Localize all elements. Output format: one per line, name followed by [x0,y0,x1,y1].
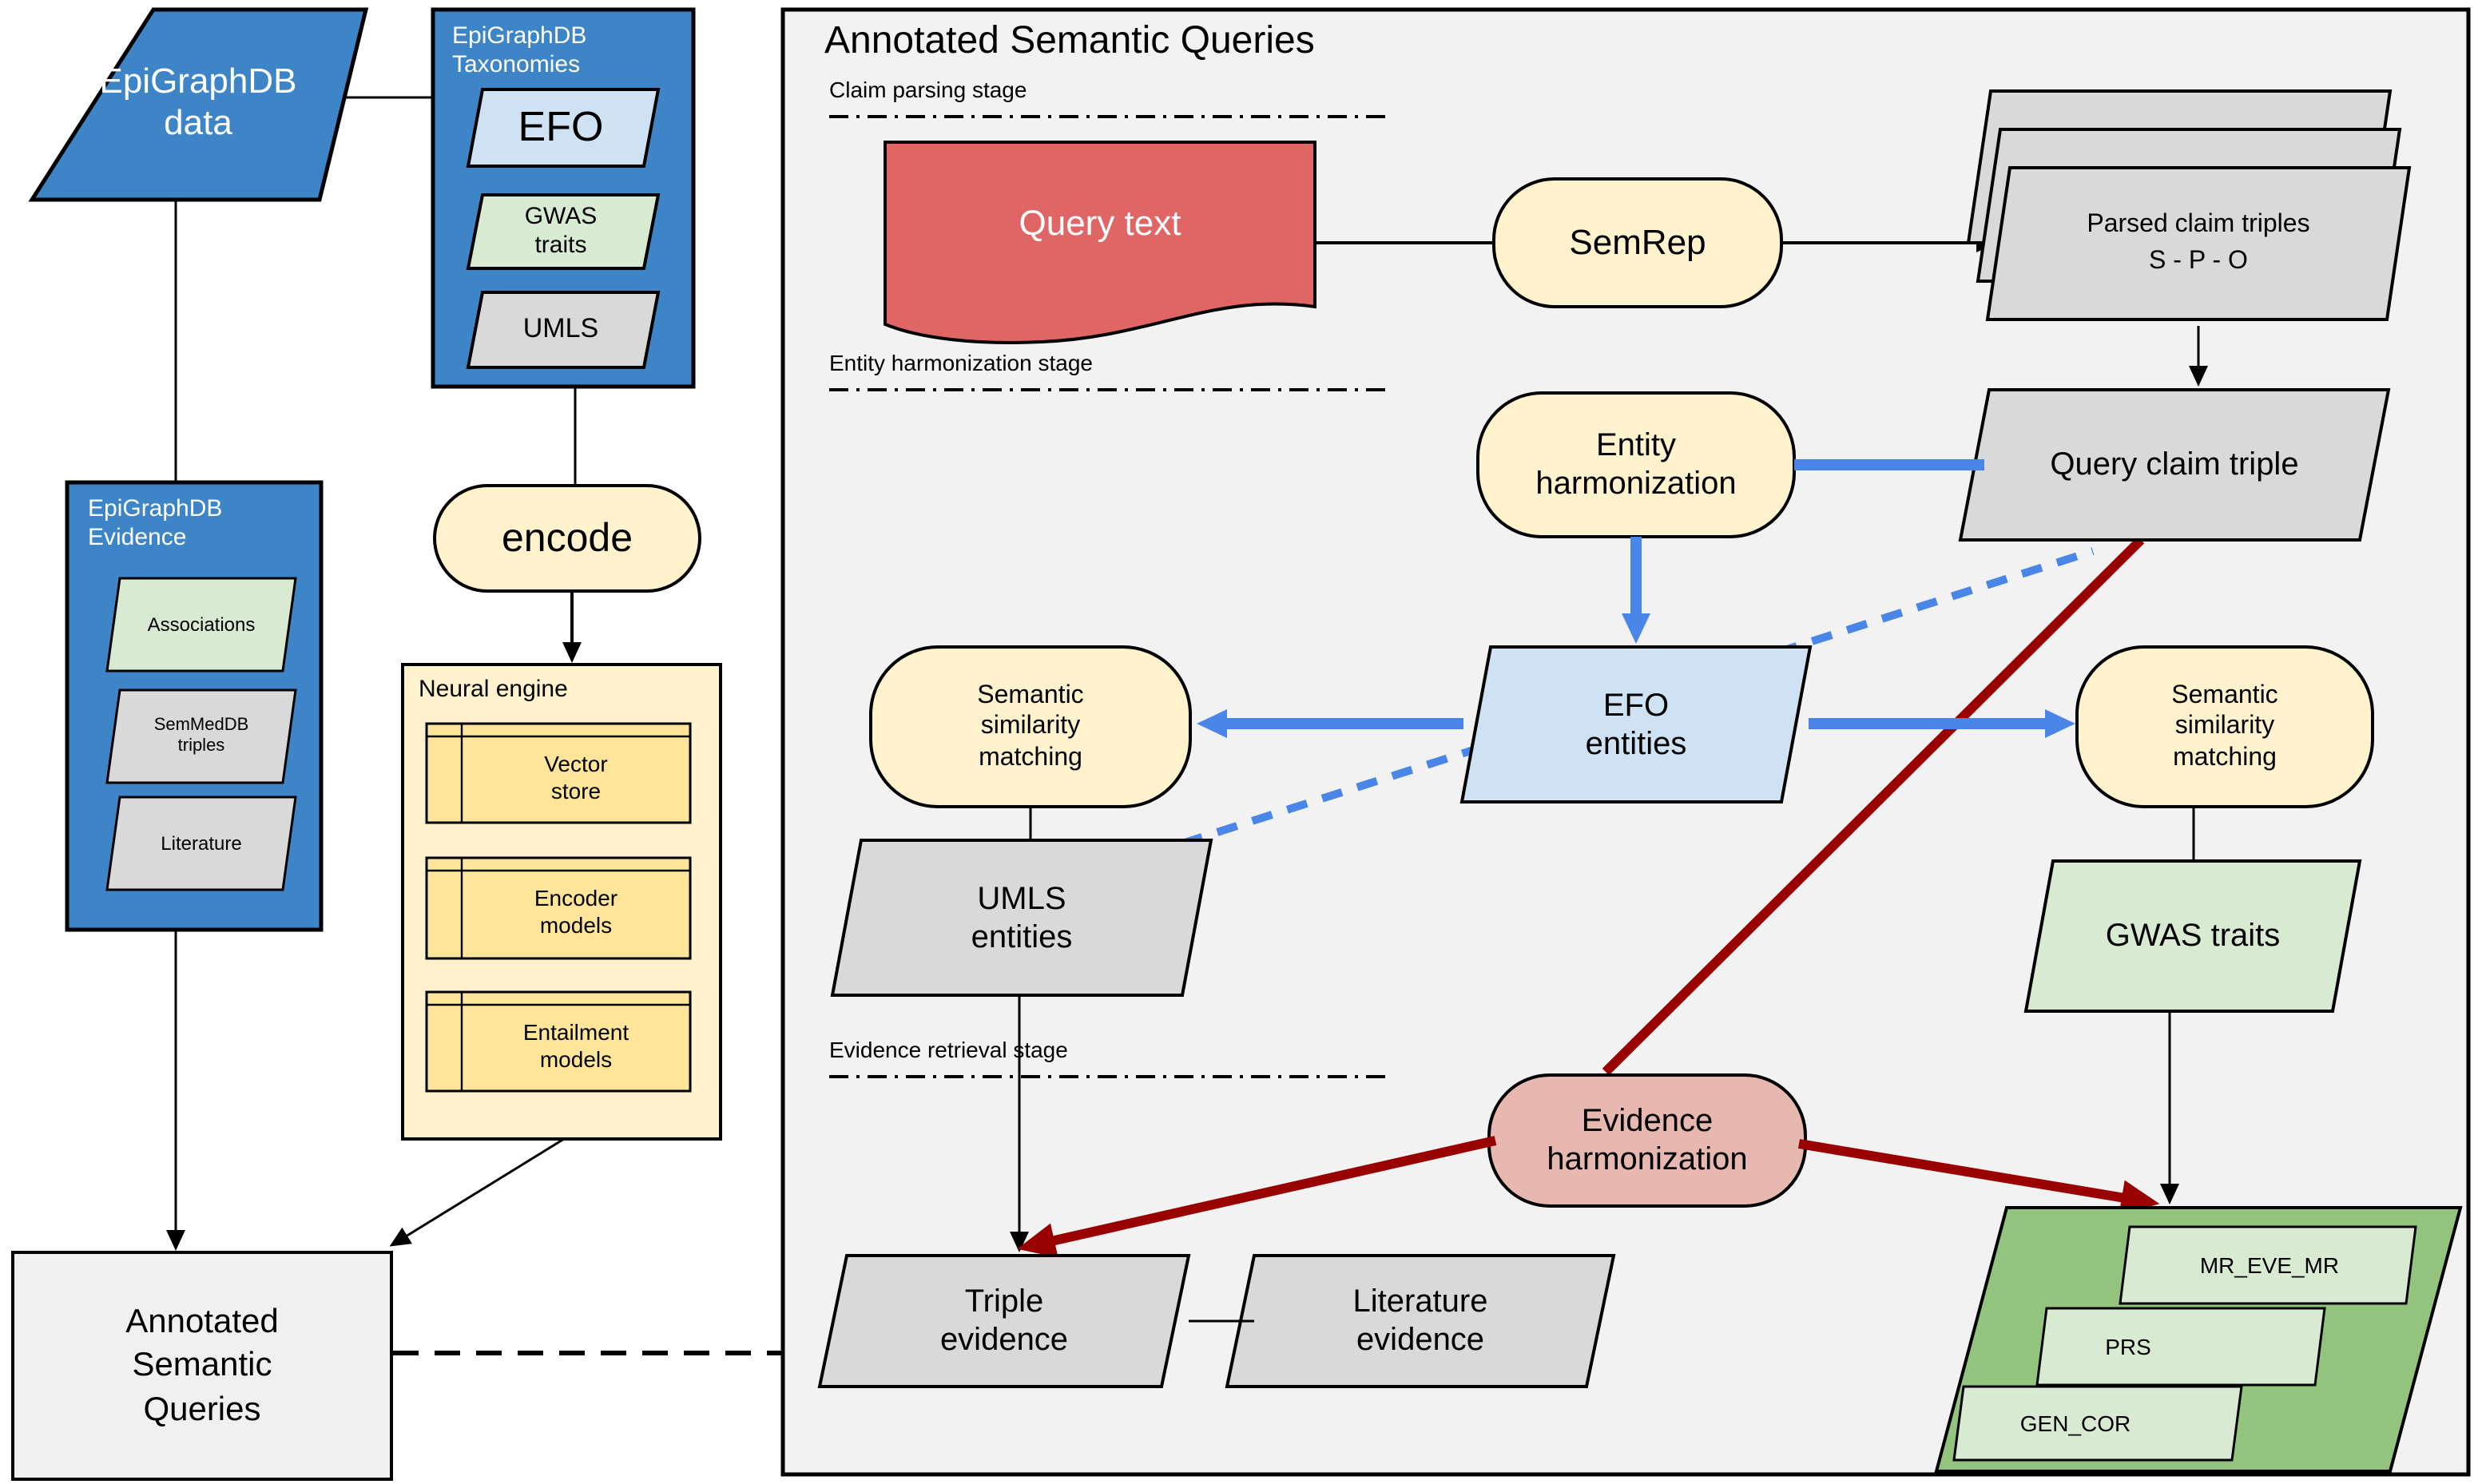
literature-evidence-shape [1225,1254,1616,1388]
evidence-literature-shape [105,796,297,891]
query-text-shape [884,141,1316,344]
asq-box [11,1251,393,1481]
edge-qct-evidenceharm-red [1602,536,2145,1076]
gwas-traits-shape [2023,859,2362,1013]
evidence-semmeddb-shape [105,688,297,784]
taxonomy-umls-shape [466,291,661,369]
umls-entities-shape [830,839,1213,997]
storage-entailment-models [425,990,692,1093]
query-claim-triple-shape [1958,388,2391,542]
output-mr-eve-mr-shape [2119,1225,2417,1305]
triple-evidence-shape [817,1254,1191,1388]
edge-neural-asq-arrow [389,1137,565,1247]
epigraphdb-data-shape [28,7,369,202]
ssm-right-shape [2075,645,2374,808]
evidence-harmonization-shape [1487,1073,1807,1208]
edge-evidenceharm-triple-red-arrow [1017,1136,1497,1258]
efo-entities-shape [1459,645,1813,804]
encode-shape [433,484,701,593]
ssm-left-shape [869,645,1192,808]
semrep-shape [1492,177,1783,308]
parsed-sheet-front [1985,166,2412,321]
output-gen-cor-shape [1952,1385,2243,1462]
edge-evidenceharm-outputs-red-arrow [1798,1139,2160,1216]
evidence-associations-shape [105,577,297,673]
storage-vector-store [425,722,692,824]
output-prs-shape [2035,1307,2326,1387]
entity-harmonization-shape [1476,391,1796,538]
storage-encoder-models [425,856,692,960]
taxonomy-efo-shape [466,88,661,168]
taxonomy-gwas-shape [466,193,661,270]
